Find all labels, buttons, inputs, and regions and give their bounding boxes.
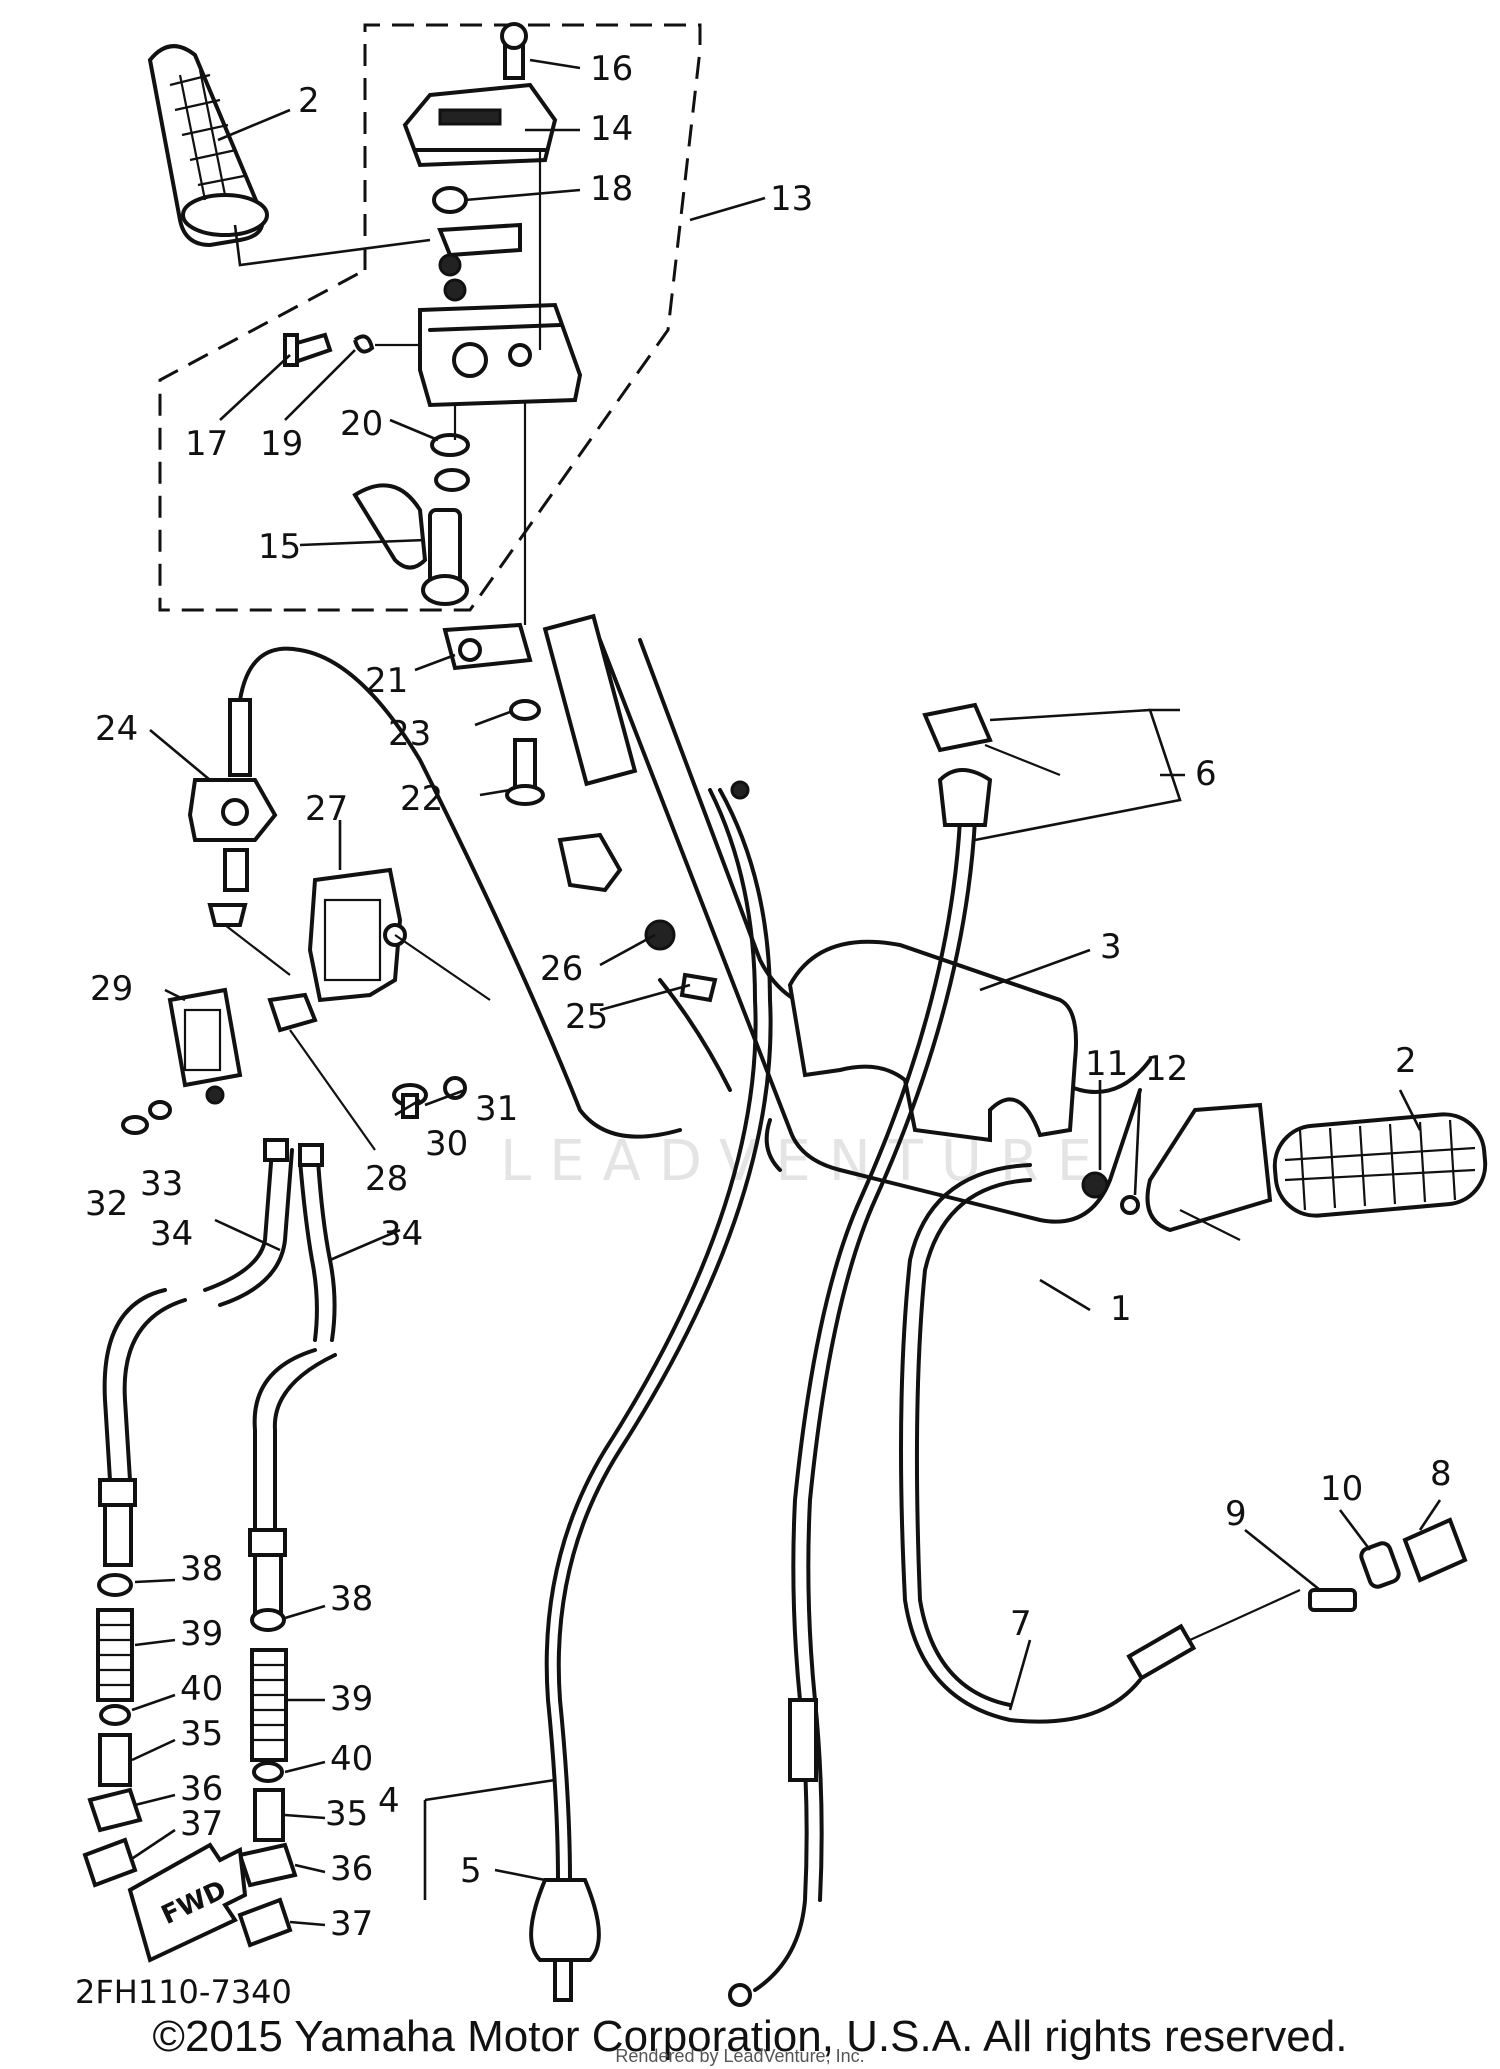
- callout-23: 23: [388, 714, 431, 754]
- callout-21: 21: [365, 661, 408, 701]
- lever-15: [352, 483, 469, 606]
- callout-18: 18: [590, 169, 633, 209]
- callout-34-right: 34: [380, 1214, 423, 1254]
- spring-stack-left: [82, 1573, 143, 1888]
- grip-right: [1145, 1102, 1488, 1241]
- callout-31: 31: [475, 1089, 518, 1129]
- callout-35-left: 35: [180, 1714, 223, 1754]
- callout-24: 24: [95, 709, 138, 749]
- callout-9: 9: [1225, 1494, 1247, 1534]
- callout-8: 8: [1430, 1454, 1452, 1494]
- callout-35-right: 35: [325, 1794, 368, 1834]
- callout-26: 26: [540, 949, 583, 989]
- callout-40-left: 40: [180, 1669, 223, 1709]
- callout-labels: 1 2 2 3 4 5 6 7 8 9 10 11 12 13 14 15 16…: [85, 49, 1452, 1944]
- callout-15: 15: [258, 527, 301, 567]
- tubes-34: [98, 1138, 337, 1617]
- callout-30: 30: [425, 1124, 468, 1164]
- cable-7: [728, 768, 993, 2007]
- cable-25-26: [557, 832, 732, 1092]
- adjuster-11: [1081, 1171, 1140, 1215]
- callout-27: 27: [305, 789, 348, 829]
- callout-5: 5: [460, 1851, 482, 1891]
- callout-13: 13: [770, 179, 813, 219]
- callout-3: 3: [1100, 927, 1122, 967]
- callout-25: 25: [565, 997, 608, 1037]
- leader-lines: [149, 58, 1442, 1900]
- fwd-arrow: FWD: [127, 1842, 248, 1963]
- bracket-28: [267, 992, 376, 1151]
- callout-39-left: 39: [180, 1614, 223, 1654]
- callout-11: 11: [1085, 1044, 1128, 1084]
- callout-29: 29: [90, 969, 133, 1009]
- callout-33: 33: [140, 1164, 183, 1204]
- callout-38-right: 38: [330, 1579, 373, 1619]
- cover-14: [402, 22, 558, 168]
- callout-2-right: 2: [1395, 1041, 1417, 1081]
- washers-20: [430, 405, 470, 492]
- throttle-cable: [899, 1163, 1301, 1724]
- callout-39-right: 39: [330, 1679, 373, 1719]
- watermark: LEADVENTURE: [500, 1129, 1110, 1194]
- callout-32: 32: [85, 1184, 128, 1224]
- callout-10: 10: [1320, 1469, 1363, 1509]
- callout-40-right: 40: [330, 1739, 373, 1779]
- callout-34-left: 34: [150, 1214, 193, 1254]
- grip-left: [147, 44, 431, 267]
- spring-stack-right: [237, 1608, 298, 1948]
- callout-36-left: 36: [180, 1769, 223, 1809]
- callout-12: 12: [1145, 1049, 1188, 1089]
- callout-37-left: 37: [180, 1804, 223, 1844]
- copyright-notice: ©2015 Yamaha Motor Corporation, U.S.A. A…: [152, 2012, 1348, 2061]
- screw-17: [283, 332, 420, 367]
- cable-24: [187, 646, 682, 1139]
- screws-30-33: [121, 1076, 467, 1135]
- master-cylinder-27: [307, 867, 491, 1003]
- switch-housing: [418, 150, 583, 408]
- switch-components-18: [432, 186, 522, 302]
- render-note: Rendered by LeadVenture, Inc.: [615, 2046, 865, 2066]
- callout-37-right: 37: [330, 1904, 373, 1944]
- callout-2-top: 2: [298, 81, 320, 121]
- clamp-6: [922, 702, 1061, 777]
- callout-36-right: 36: [330, 1849, 373, 1889]
- callout-1: 1: [1110, 1289, 1132, 1329]
- cable-4: [529, 780, 773, 2002]
- callout-19: 19: [260, 424, 303, 464]
- callout-6: 6: [1195, 754, 1217, 794]
- callout-38-left: 38: [180, 1549, 223, 1589]
- callout-7: 7: [1010, 1604, 1032, 1644]
- small-parts-8-9-10: [1308, 1517, 1468, 1612]
- callout-22: 22: [400, 779, 443, 819]
- callout-17: 17: [185, 424, 228, 464]
- cover-29: [167, 987, 243, 1105]
- callout-4: 4: [378, 1781, 400, 1821]
- assembly-13-outline: [158, 23, 702, 612]
- drawing-code: 2FH110-7340: [75, 1973, 292, 2011]
- callout-16: 16: [590, 49, 633, 89]
- callout-14: 14: [590, 109, 633, 149]
- callout-28: 28: [365, 1159, 408, 1199]
- callout-leaders-left: [129, 1578, 326, 1927]
- callout-20: 20: [340, 404, 383, 444]
